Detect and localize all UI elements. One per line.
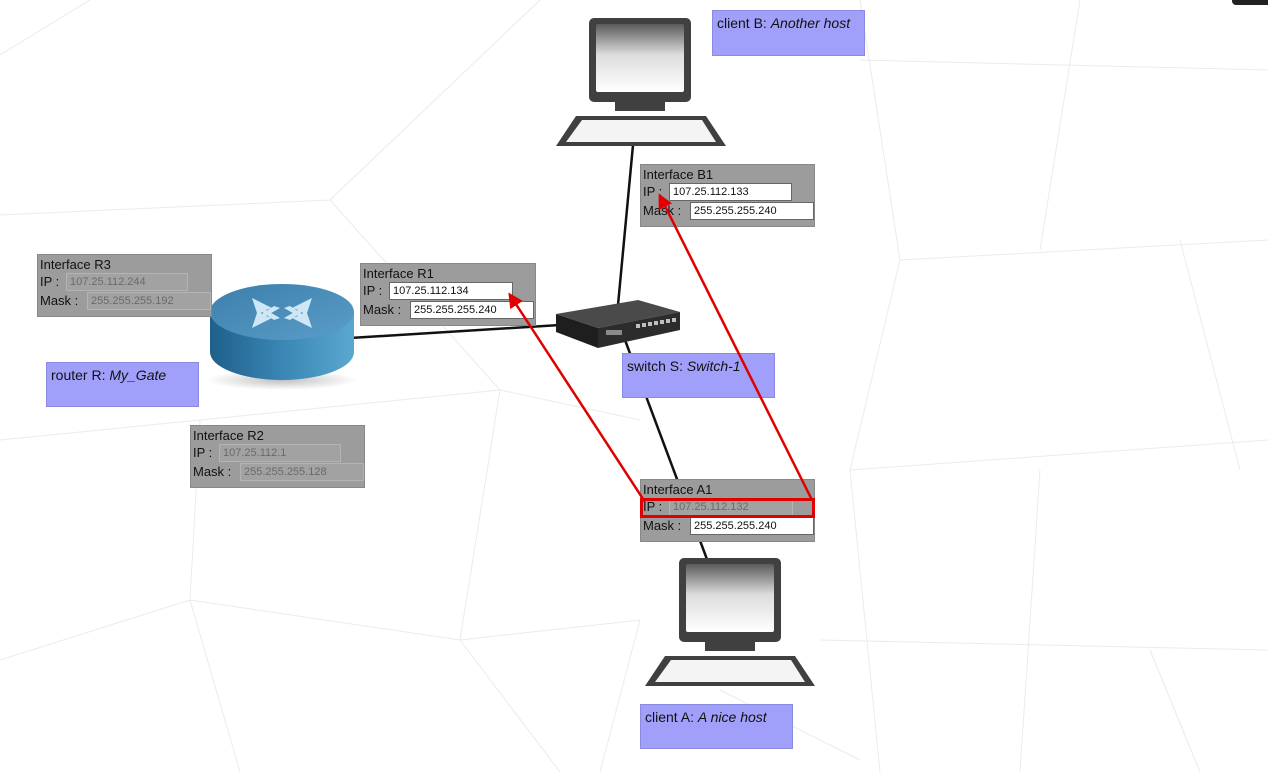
switch-label[interactable]: switch S: Switch-1 — [622, 353, 775, 398]
interface-r2-ip-field[interactable]: 107.25.112.1 — [219, 444, 341, 462]
client-b-label[interactable]: client B: Another host — [712, 10, 865, 56]
switch-label-prefix: switch S: — [627, 358, 687, 374]
router-icon — [206, 284, 358, 390]
link-router-switch — [349, 323, 561, 340]
interface-b1-ip-label: IP : — [643, 184, 663, 199]
interface-r1-ip-label: IP : — [363, 283, 383, 298]
interface-r2-title: Interface R2 — [193, 428, 264, 443]
client-a-label-prefix: client A: — [645, 709, 698, 725]
router-label[interactable]: router R: My_Gate — [46, 362, 199, 407]
interface-b1-ip-field[interactable]: 107.25.112.133 — [669, 183, 792, 201]
router-device[interactable] — [206, 282, 358, 397]
client-a-label[interactable]: client A: A nice host — [640, 704, 793, 749]
router-name: My_Gate — [109, 367, 167, 383]
interface-r1-title: Interface R1 — [363, 266, 434, 281]
interface-r3-mask-label: Mask : — [40, 293, 79, 308]
interface-b1-panel: Interface B1 IP : 107.25.112.133 Mask : … — [640, 164, 815, 227]
client-a-computer[interactable] — [645, 558, 817, 693]
interface-r3-mask-field[interactable]: 255.255.255.192 — [87, 292, 211, 310]
interface-a1-mask-label: Mask : — [643, 518, 682, 533]
monitor-icon — [645, 558, 815, 686]
interface-r1-mask-label: Mask : — [363, 302, 402, 317]
interface-b1-mask-field[interactable]: 255.255.255.240 — [690, 202, 814, 220]
client-a-name: A nice host — [697, 709, 767, 725]
interface-r2-mask-field[interactable]: 255.255.255.128 — [240, 463, 364, 481]
router-label-prefix: router R: — [51, 367, 110, 383]
interface-r2-mask-label: Mask : — [193, 464, 232, 479]
interface-b1-title: Interface B1 — [643, 167, 714, 182]
window-corner-handle[interactable] — [1232, 0, 1268, 5]
client-b-label-prefix: client B: — [717, 15, 771, 31]
switch-icon — [556, 300, 680, 348]
interface-r3-panel: Interface R3 IP : 107.25.112.244 Mask : … — [37, 254, 212, 317]
monitor-icon — [556, 18, 726, 146]
ip-highlight-box — [640, 498, 815, 518]
interface-r3-ip-field[interactable]: 107.25.112.244 — [66, 273, 188, 291]
interface-r1-panel: Interface R1 IP : 107.25.112.134 Mask : … — [360, 263, 536, 326]
interface-r3-ip-label: IP : — [40, 274, 60, 289]
interface-a1-title: Interface A1 — [643, 482, 713, 497]
switch-name: Switch-1 — [686, 358, 741, 374]
interface-a1-ip-label: IP : — [643, 499, 663, 514]
interface-b1-mask-label: Mask : — [643, 203, 682, 218]
interface-r3-title: Interface R3 — [40, 257, 111, 272]
interface-r2-panel: Interface R2 IP : 107.25.112.1 Mask : 25… — [190, 425, 365, 488]
link-switch-client-b — [616, 144, 635, 306]
client-b-name: Another host — [770, 15, 851, 31]
interface-r2-ip-label: IP : — [193, 445, 213, 460]
client-b-computer[interactable] — [556, 18, 728, 153]
interface-r1-mask-field[interactable]: 255.255.255.240 — [410, 301, 534, 319]
interface-r1-ip-field[interactable]: 107.25.112.134 — [389, 282, 513, 300]
switch-device[interactable] — [552, 296, 682, 359]
interface-a1-mask-field[interactable]: 255.255.255.240 — [690, 517, 814, 535]
